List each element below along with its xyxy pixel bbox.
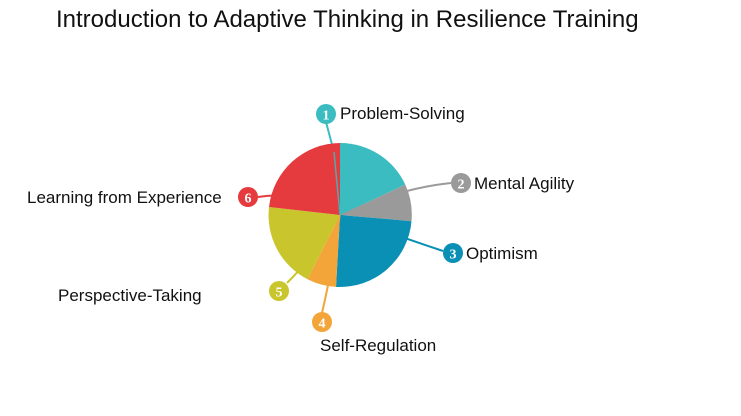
segment-6 — [269, 143, 340, 215]
label-optimism: Optimism — [466, 244, 538, 263]
segment-3 — [336, 215, 412, 287]
badge-2: 2 — [451, 173, 471, 193]
page-title: Introduction to Adaptive Thinking in Res… — [56, 6, 639, 33]
badge-5-number: 5 — [276, 286, 283, 301]
label-self-regulation: Self-Regulation — [320, 336, 437, 355]
label-learning-from-experience: Learning from Experience — [27, 188, 222, 207]
segment-5 — [268, 207, 340, 280]
badge-6: 6 — [238, 187, 258, 207]
segment-2 — [340, 184, 412, 222]
radial-circle — [268, 142, 412, 287]
badge-1: 1 — [316, 104, 336, 124]
segment-1 — [340, 142, 406, 215]
badge-3: 3 — [443, 243, 463, 263]
badge-6-number: 6 — [245, 192, 252, 207]
label-problem-solving: Problem-Solving — [340, 104, 465, 123]
label-perspective-taking: Perspective-Taking — [58, 286, 202, 305]
label-mental-agility: Mental Agility — [474, 174, 575, 193]
badge-2-number: 2 — [458, 178, 465, 193]
badge-1-number: 1 — [323, 109, 330, 124]
badge-4-number: 4 — [319, 317, 326, 332]
badge-4: 4 — [312, 312, 332, 332]
badge-5: 5 — [269, 281, 289, 301]
badge-3-number: 3 — [450, 248, 457, 263]
